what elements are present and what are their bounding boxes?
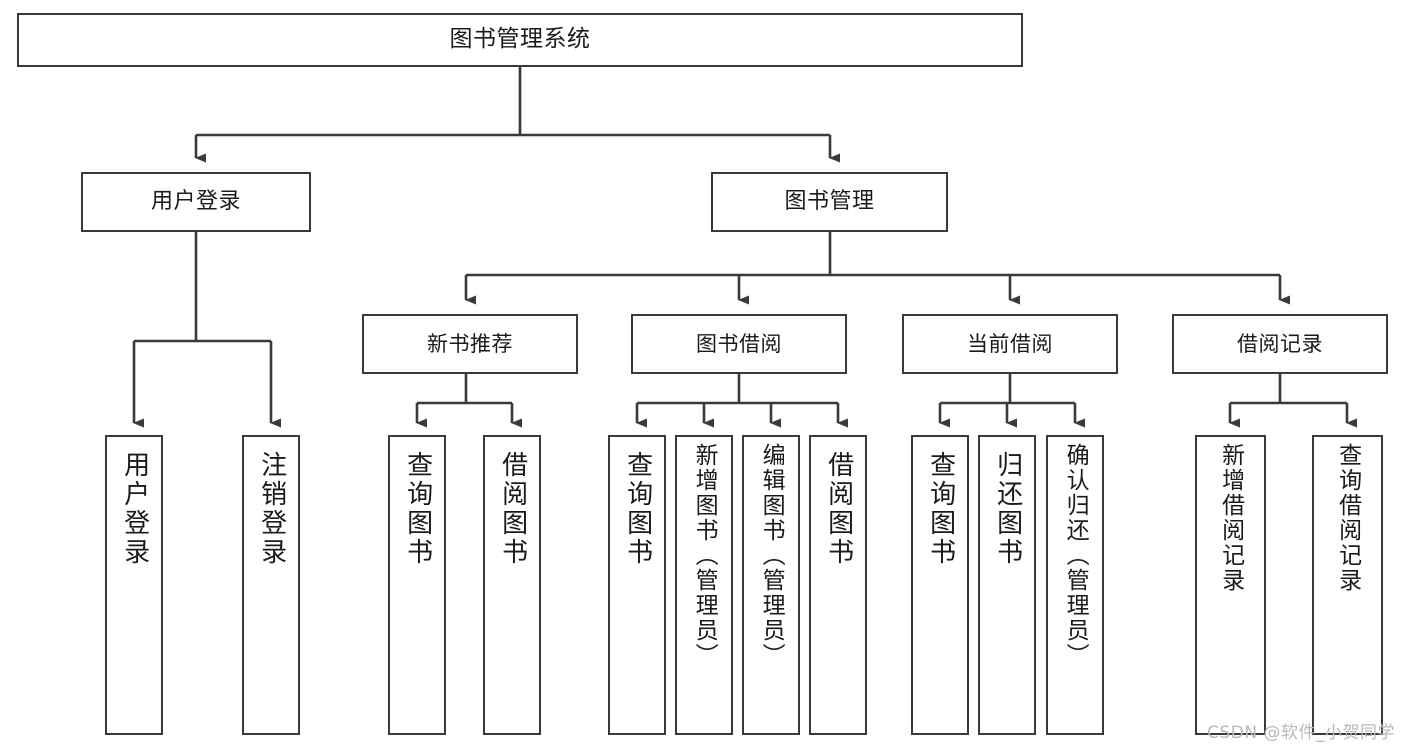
node-label: 用户登录 <box>150 189 241 215</box>
leaf-current-borrow-3[interactable]: 确认归还（管理员） <box>1046 435 1104 735</box>
leaf-current-borrow-1[interactable]: 查询图书 <box>911 435 969 735</box>
node-user-login[interactable]: 用户登录 <box>81 172 311 232</box>
node-new-book-recommend[interactable]: 新书推荐 <box>362 314 578 374</box>
node-label: 新增借阅记录 <box>1217 443 1244 593</box>
node-label: 借阅图书 <box>823 451 854 567</box>
leaf-book-borrow-3[interactable]: 编辑图书（管理员） <box>742 435 800 735</box>
node-label: 归还图书 <box>992 451 1023 567</box>
node-label: 查询借阅记录 <box>1334 443 1361 593</box>
node-current-borrow[interactable]: 当前借阅 <box>902 314 1118 374</box>
leaf-book-borrow-1[interactable]: 查询图书 <box>608 435 666 735</box>
node-label: 编辑图书（管理员） <box>758 443 785 668</box>
node-label: 新增图书（管理员） <box>691 443 718 668</box>
node-borrow-record[interactable]: 借阅记录 <box>1172 314 1388 374</box>
node-root-book-management-system[interactable]: 图书管理系统 <box>17 13 1023 67</box>
node-label: 查询图书 <box>402 451 433 567</box>
node-label: 新书推荐 <box>427 331 513 356</box>
node-label: 当前借阅 <box>967 331 1053 356</box>
watermark-text: CSDN @软件_小贺同学 <box>1207 723 1395 743</box>
leaf-borrow-record-2[interactable]: 查询借阅记录 <box>1312 435 1383 735</box>
leaf-book-borrow-2[interactable]: 新增图书（管理员） <box>675 435 733 735</box>
node-label: 借阅记录 <box>1237 331 1323 356</box>
leaf-new-book-recommend-1[interactable]: 查询图书 <box>388 435 446 735</box>
node-label: 查询图书 <box>622 451 653 567</box>
leaf-user-login-2[interactable]: 注销登录 <box>242 435 300 735</box>
node-label: 用户登录 <box>119 451 150 567</box>
leaf-current-borrow-2[interactable]: 归还图书 <box>978 435 1036 735</box>
node-label: 注销登录 <box>256 451 287 567</box>
leaf-borrow-record-1[interactable]: 新增借阅记录 <box>1195 435 1266 735</box>
leaf-user-login-1[interactable]: 用户登录 <box>105 435 163 735</box>
node-label: 图书管理 <box>784 189 875 215</box>
leaf-book-borrow-4[interactable]: 借阅图书 <box>809 435 867 735</box>
node-label: 借阅图书 <box>497 451 528 567</box>
node-label: 查询图书 <box>925 451 956 567</box>
node-book-borrow[interactable]: 图书借阅 <box>631 314 847 374</box>
node-book-management[interactable]: 图书管理 <box>711 172 948 232</box>
node-label: 图书借阅 <box>696 331 782 356</box>
leaf-new-book-recommend-2[interactable]: 借阅图书 <box>483 435 541 735</box>
node-label: 图书管理系统 <box>449 26 591 53</box>
node-label: 确认归还（管理员） <box>1062 443 1089 668</box>
